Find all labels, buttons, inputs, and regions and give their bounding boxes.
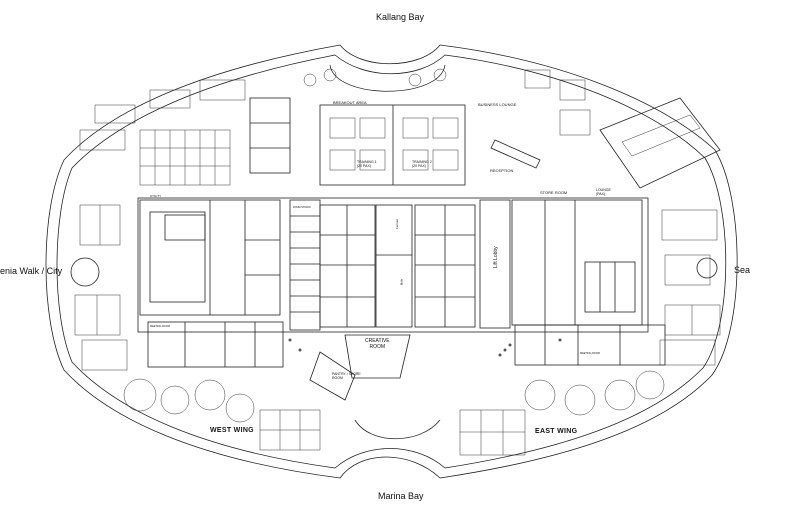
se-clusters: [459, 370, 665, 456]
lounge-label: LOUNGE (PAX): [596, 188, 611, 196]
building-outline: [45, 44, 738, 479]
business-lounge-label: BUSINESS LOUNGE: [478, 102, 517, 107]
south-label: Marina Bay: [378, 491, 424, 501]
east-label: Sea: [734, 265, 751, 275]
meeting-room-label-w: MEETING ROOM: [150, 325, 170, 328]
breakout-label: BREAKOUT AREA: [333, 100, 367, 105]
store-room-label: STORE ROOM: [540, 190, 568, 195]
creative-room-label: CREATIVE ROOM: [365, 338, 390, 350]
sw-clusters: [123, 378, 321, 451]
utility-label: UTILITY: [150, 194, 162, 198]
meeting-room-label-e: MEETING ROOM: [580, 352, 600, 355]
north-label: Kallang Bay: [376, 12, 425, 22]
core: [137, 197, 649, 333]
nw-workstations: [139, 129, 231, 186]
training-2-label: TRAINING 2 (20 PAX): [412, 160, 432, 168]
west-label: enia Walk / City: [0, 266, 63, 276]
lift-lobby-label: Lift Lobby: [493, 246, 499, 268]
west-wing-label: WEST WING: [210, 427, 254, 434]
training-1-label: TRAINING 1 (20 PAX): [357, 160, 377, 168]
pantry-label: PANTRY / STORE ROOM: [332, 372, 361, 380]
male-label: Male: [399, 278, 404, 286]
reception-label: RECEPTION: [490, 168, 514, 173]
east-wing-label: EAST WING: [535, 428, 578, 435]
zoom-studio-label: ZOOM STUDIO: [293, 206, 311, 209]
female-label: Female: [395, 218, 400, 230]
